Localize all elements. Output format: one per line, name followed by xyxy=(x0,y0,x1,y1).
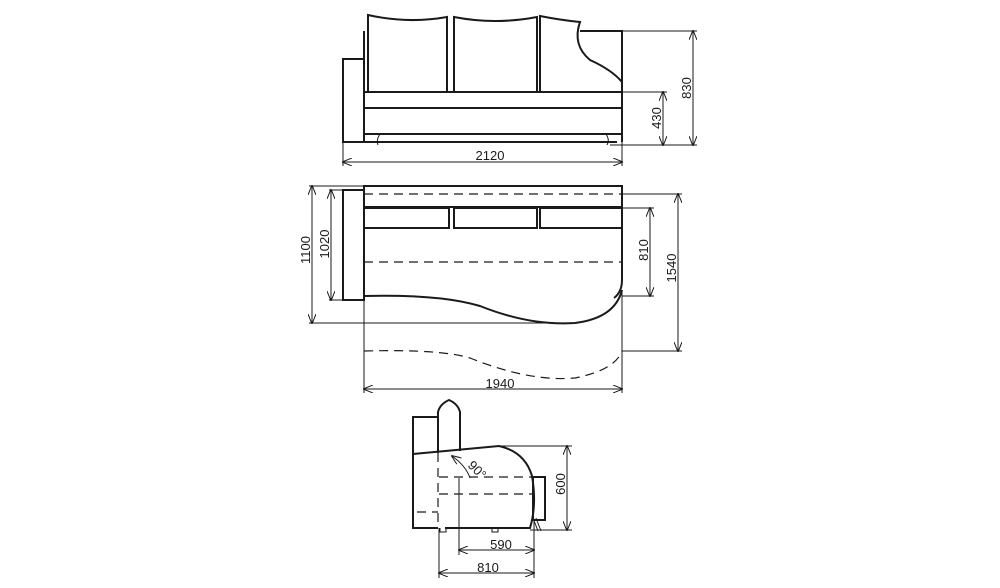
sofa-outline xyxy=(363,185,623,299)
base xyxy=(363,107,623,135)
width-label: 1940 xyxy=(486,376,515,391)
width-label: 2120 xyxy=(476,148,505,163)
angle-label: 90° xyxy=(465,458,490,483)
extended-depth-label: 1540 xyxy=(664,254,679,283)
seat-depth-label: 590 xyxy=(490,537,512,552)
depth-label: 810 xyxy=(477,560,499,575)
back-cushion-3 xyxy=(539,207,623,229)
back-cushion-3 xyxy=(539,14,623,92)
back-cushion-1 xyxy=(363,207,450,229)
armrest-profile xyxy=(412,416,438,529)
seat-curve xyxy=(363,289,623,325)
backrest-profile xyxy=(437,398,461,453)
back-cushion-2 xyxy=(453,15,538,92)
arm-depth-label: 1020 xyxy=(317,230,332,259)
back-cushion-1 xyxy=(367,13,448,92)
front-view: 830 430 2120 xyxy=(342,13,697,166)
legs xyxy=(376,133,609,146)
plan-view: 1100 1020 810 1540 1940 xyxy=(298,185,682,393)
seat-depth-label: 810 xyxy=(636,239,651,261)
height-label: 830 xyxy=(679,77,694,99)
right-frame xyxy=(580,30,623,142)
left-armrest xyxy=(342,189,365,301)
seat xyxy=(363,91,623,109)
seat-height-label: 430 xyxy=(649,107,664,129)
depth-label: 1100 xyxy=(298,236,313,264)
left-armrest xyxy=(342,58,365,143)
pull-out xyxy=(532,476,546,521)
height-label: 600 xyxy=(553,473,568,495)
side-view: 90° 600 590 810 xyxy=(412,398,572,578)
back-cushion-2 xyxy=(453,207,538,229)
extended-curve xyxy=(363,350,623,380)
